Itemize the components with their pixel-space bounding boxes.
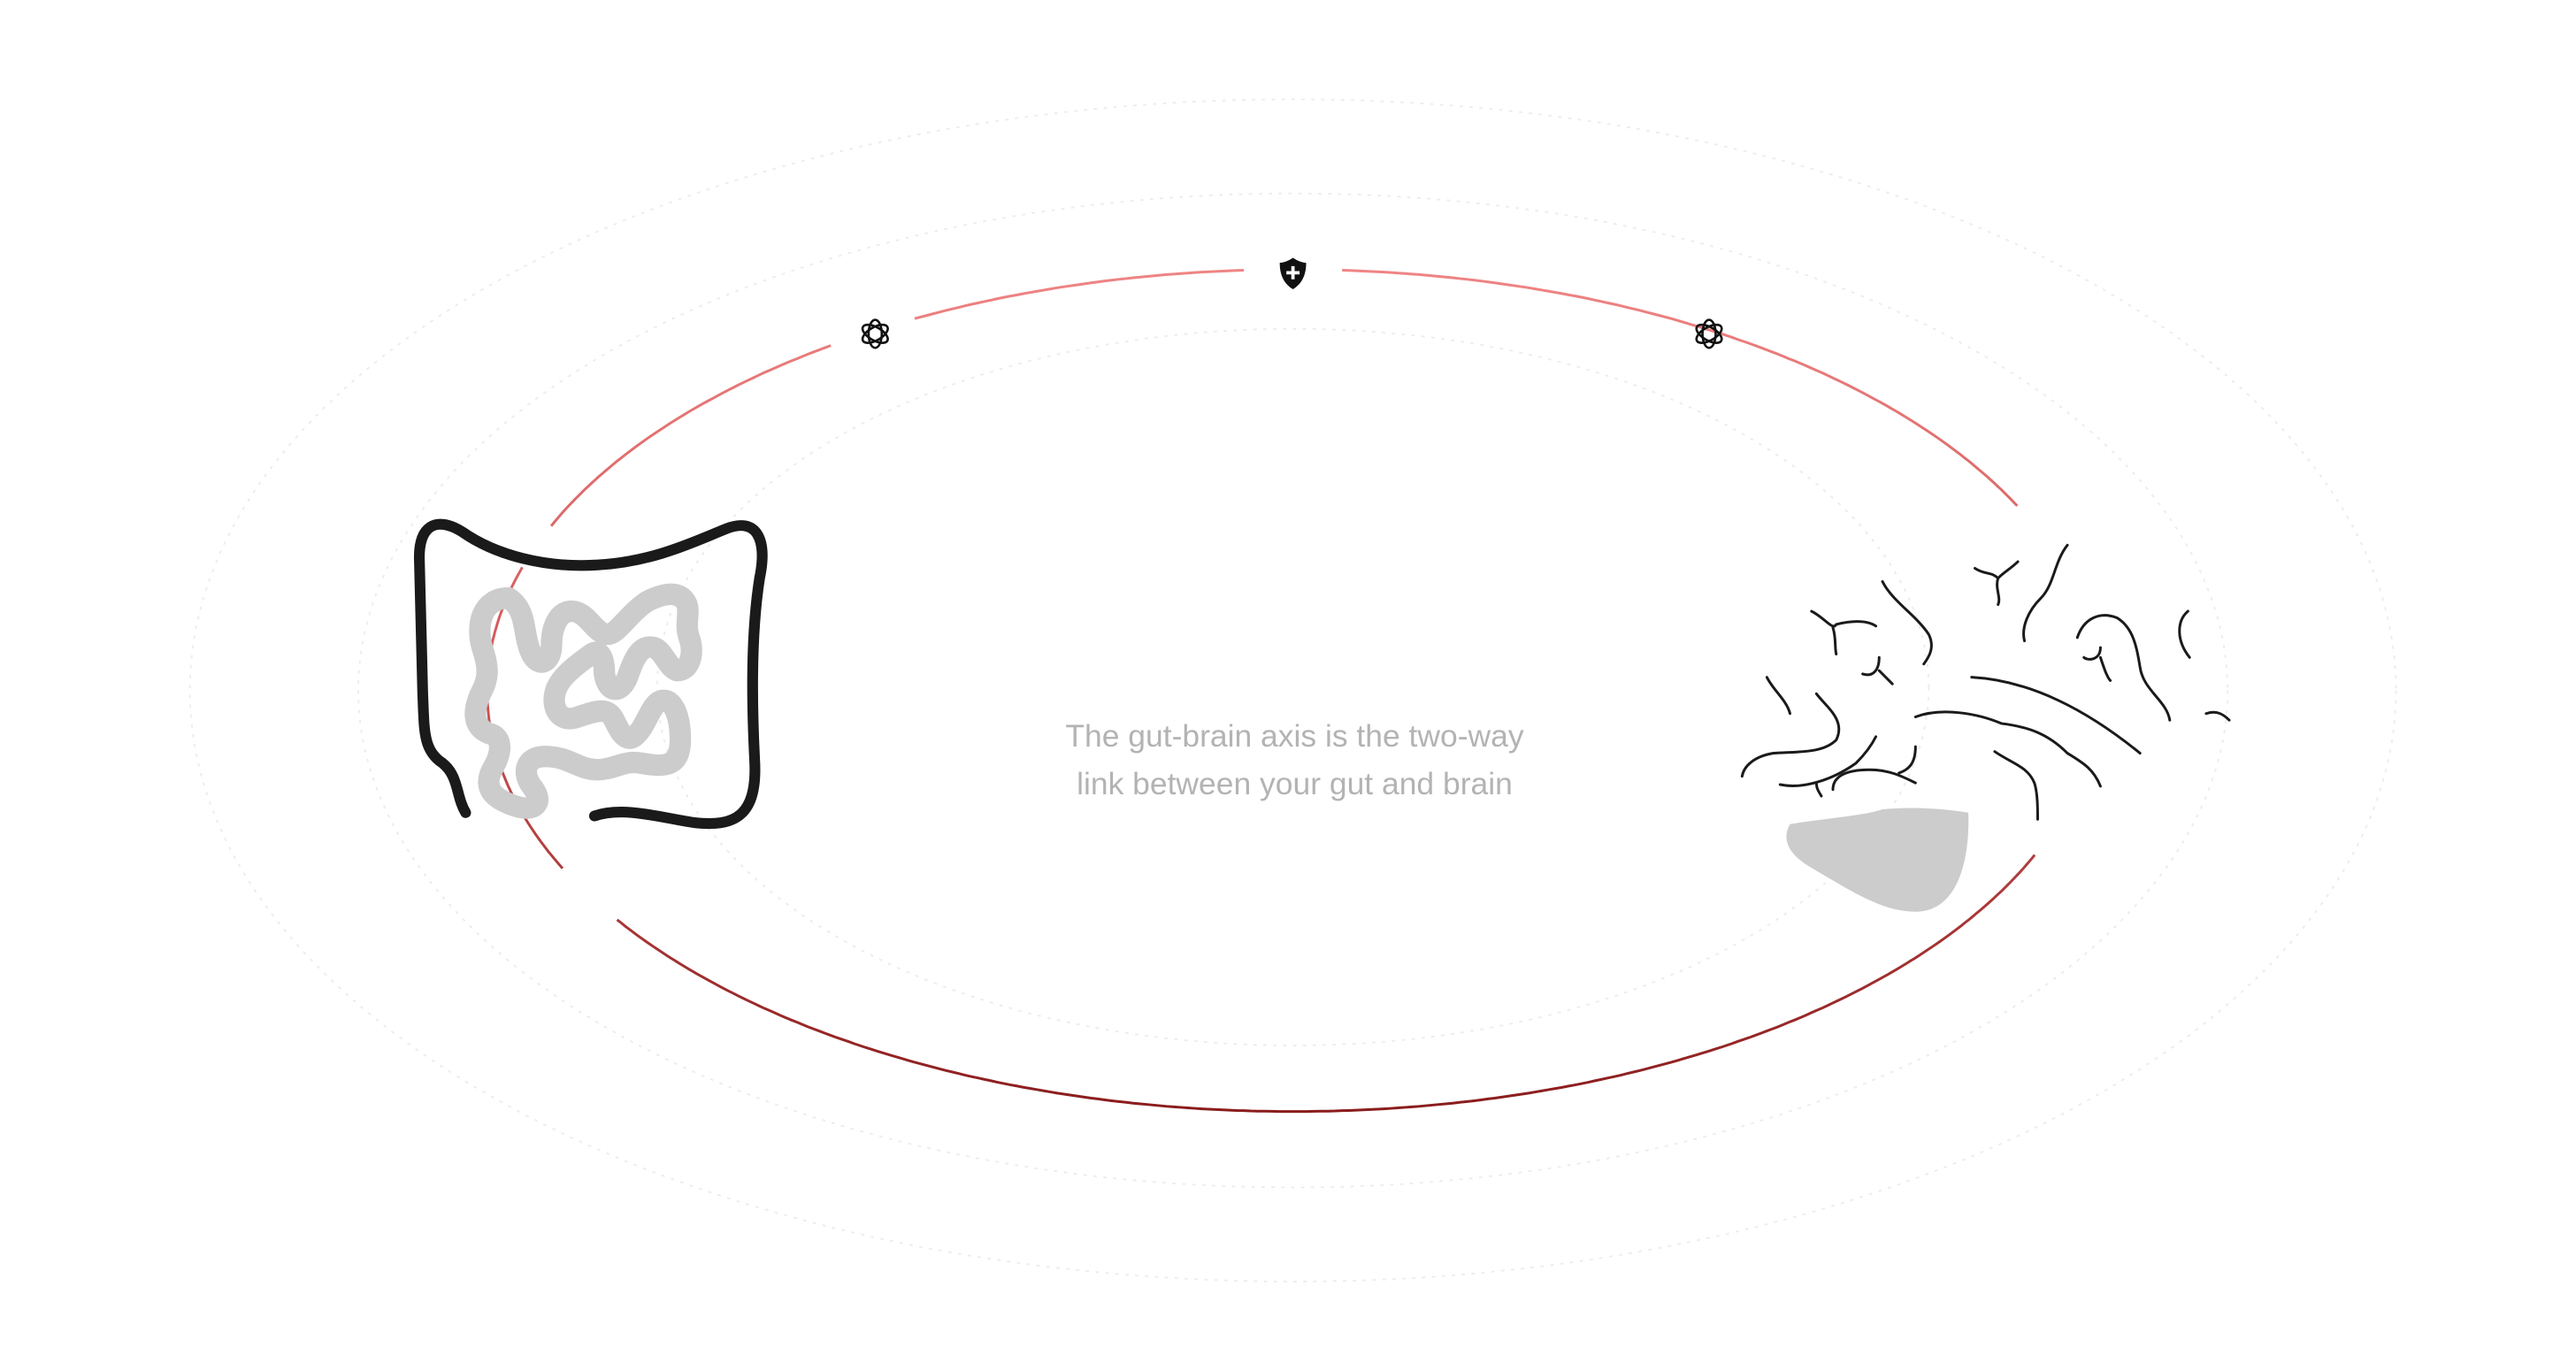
brain-fold-line <box>1831 626 1838 656</box>
shield-plus-icon <box>1279 257 1307 289</box>
brain-icon <box>1740 543 2231 912</box>
guide-ellipse-outer <box>188 98 2397 1283</box>
brain-fold-line <box>1861 655 1894 686</box>
small-intestine <box>464 583 702 819</box>
caption-line-1: The gut-brain axis is the two-way <box>1065 718 1523 754</box>
brain-fold-line <box>1778 735 1878 798</box>
brain-fold-line <box>2082 646 2112 682</box>
axis-arc-segment <box>1342 269 2019 507</box>
brain-fold-line <box>1974 560 2020 607</box>
intestine-icon <box>414 518 768 830</box>
guide-ellipse-inner <box>656 327 1930 1046</box>
microbe-flower-icon-left <box>861 318 889 349</box>
brain-fold-line <box>1740 692 1841 778</box>
brain-stem-shape <box>1786 808 1969 912</box>
brain-fold-line <box>1993 750 2039 821</box>
microbe-flower-icon-right <box>1695 318 1723 349</box>
axis-arc-segment <box>486 566 564 869</box>
brain-fold-line <box>1970 676 2142 755</box>
axis-loop <box>486 269 2036 1114</box>
brain-fold-line <box>2178 609 2191 659</box>
brain-fold-line <box>2022 543 2069 643</box>
brain-fold-line <box>1881 579 1933 666</box>
caption-line-2: link between your gut and brain <box>1077 766 1513 801</box>
axis-arc-segment <box>616 854 2036 1114</box>
large-intestine <box>414 518 768 830</box>
guide-ellipse-middle <box>357 192 2229 1189</box>
axis-arc-segment <box>549 344 832 527</box>
brain-fold-line <box>1810 609 1878 628</box>
axis-arc-segment <box>914 269 1245 320</box>
brain-fold-line <box>2075 614 2172 722</box>
brain-fold-line <box>1913 710 2102 788</box>
brain-fold-line <box>1831 745 1917 792</box>
brain-fold-line <box>1765 676 1791 716</box>
brain-fold-line <box>2204 710 2231 722</box>
